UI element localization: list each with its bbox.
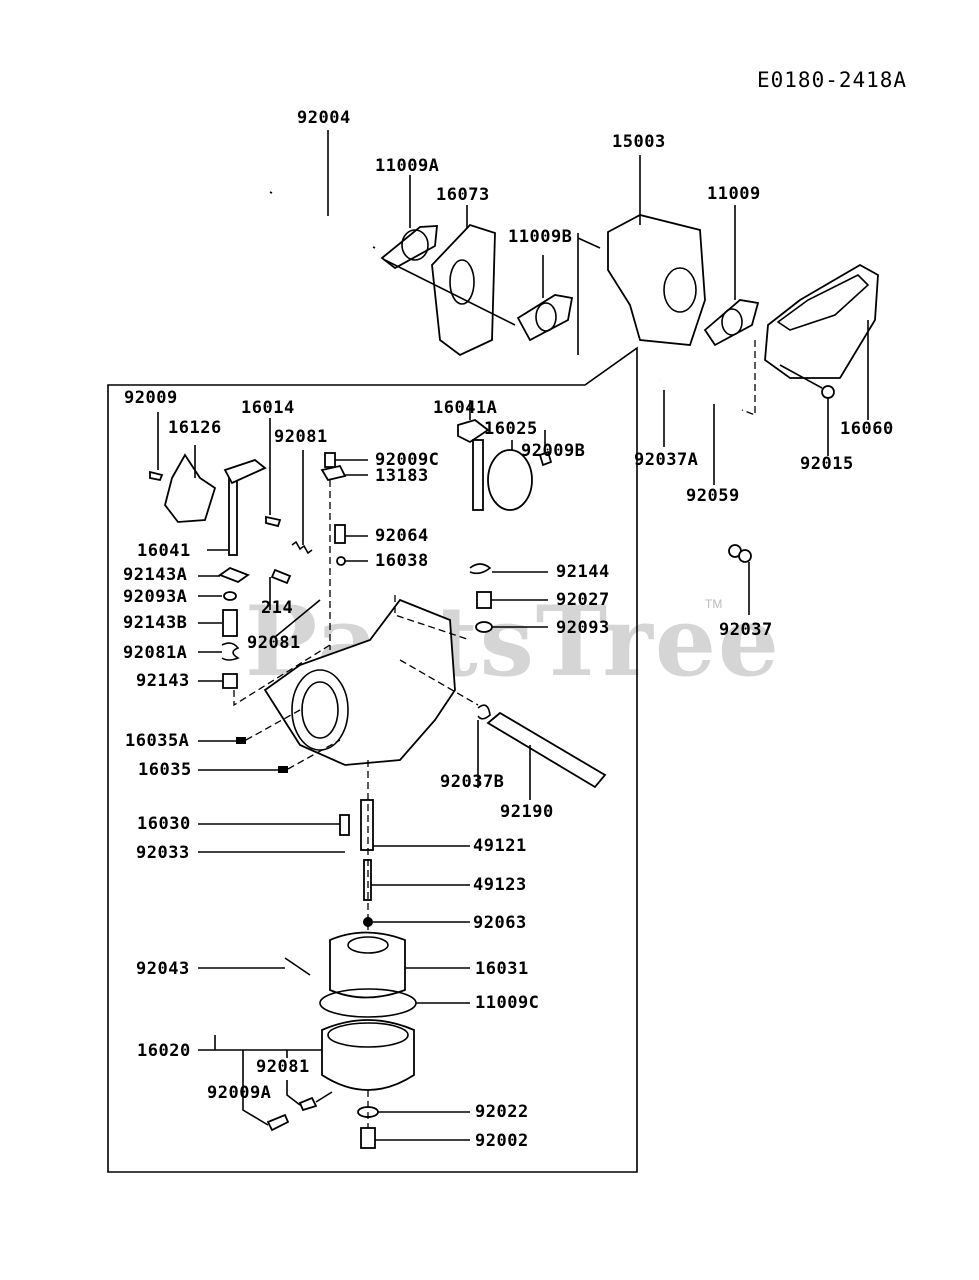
float-16031-part [198,931,470,999]
label-13183[interactable]: 13183 [375,466,429,486]
float-bowl-gasket-11009C-part [319,988,470,1018]
label-92081A[interactable]: 92081A [123,643,188,663]
clip-92037-part [728,544,752,615]
label-92002[interactable]: 92002 [475,1131,529,1151]
label-16020[interactable]: 16020 [137,1041,191,1061]
jets-16035-parts [198,709,341,773]
label-16126[interactable]: 16126 [168,418,222,438]
label-92093A[interactable]: 92093A [123,587,188,607]
label-49123[interactable]: 49123 [473,875,527,895]
throttle-plate-16025-part [487,430,553,511]
label-49121[interactable]: 49121 [473,836,527,856]
label-92190[interactable]: 92190 [500,802,554,822]
label-92033[interactable]: 92033 [136,843,190,863]
stud-92004-part [269,130,376,249]
lower-jet-parts [198,760,470,930]
throttle-shaft-16041A-part [457,400,490,511]
screw-16014-part [265,418,282,528]
label-92022[interactable]: 92022 [475,1102,529,1122]
label-92063[interactable]: 92063 [473,913,527,933]
label-92143B[interactable]: 92143B [123,613,188,633]
air-cleaner-base-16060-part [764,263,879,420]
label-11009B[interactable]: 11009B [508,227,573,247]
label-92009B[interactable]: 92009B [521,441,586,461]
label-16035[interactable]: 16035 [138,760,192,780]
callout-bracket [577,233,601,355]
assembly-frame [107,346,638,1173]
label-92009C[interactable]: 92009C [375,450,440,470]
gasket-11009A-part [380,175,439,270]
float-bowl-16020-part [198,1019,415,1132]
label-92081-c[interactable]: 92081 [256,1057,310,1077]
label-92009[interactable]: 92009 [124,388,178,408]
label-92004[interactable]: 92004 [297,108,351,128]
label-92015[interactable]: 92015 [800,454,854,474]
label-16038[interactable]: 16038 [375,551,429,571]
label-92143[interactable]: 92143 [136,671,190,691]
hose-92059-part [657,340,756,485]
label-16060[interactable]: 16060 [840,419,894,439]
carburetor-body-part [263,595,471,766]
label-11009A[interactable]: 11009A [375,156,440,176]
label-16041[interactable]: 16041 [137,541,191,561]
label-214[interactable]: 214 [261,598,294,618]
label-92144[interactable]: 92144 [556,562,610,582]
diagram-code: E0180-2418A [757,68,908,92]
nut-92015-part [779,364,835,456]
label-16073[interactable]: 16073 [436,185,490,205]
label-16030[interactable]: 16030 [137,814,191,834]
spring-92081-part [291,450,313,555]
gasket-11009B-part [516,255,574,342]
bowl-washer-and-bolt-parts [357,1090,470,1149]
trademark-mark: TM [705,597,723,611]
label-92081-b[interactable]: 92081 [247,633,301,653]
label-92059[interactable]: 92059 [686,486,740,506]
label-15003[interactable]: 15003 [612,132,666,152]
label-16014[interactable]: 16014 [241,398,295,418]
insulator-16073-part [384,205,516,357]
carburetor-15003-part [607,155,706,346]
gasket-11009-part [703,205,760,347]
label-92081[interactable]: 92081 [274,427,328,447]
label-16031[interactable]: 16031 [475,959,529,979]
choke-shaft-16041-part [207,458,267,556]
label-92037A[interactable]: 92037A [634,450,699,470]
label-16035A[interactable]: 16035A [125,731,190,751]
left-stack-parts [198,566,331,707]
choke-plate-16126-part [149,412,217,523]
label-11009C[interactable]: 11009C [475,993,540,1013]
label-92027[interactable]: 92027 [556,590,610,610]
label-92009A[interactable]: 92009A [207,1083,272,1103]
upper-center-parts [320,452,368,650]
label-16025[interactable]: 16025 [484,419,538,439]
label-92043[interactable]: 92043 [136,959,190,979]
label-92064[interactable]: 92064 [375,526,429,546]
label-92037[interactable]: 92037 [719,620,773,640]
right-stack-parts [469,563,548,633]
label-11009[interactable]: 11009 [707,184,761,204]
label-92037B[interactable]: 92037B [440,772,505,792]
label-92093[interactable]: 92093 [556,618,610,638]
label-92143A[interactable]: 92143A [123,565,188,585]
pin-92037B-and-shaft-92190-part [399,659,607,800]
label-16041A[interactable]: 16041A [433,398,498,418]
